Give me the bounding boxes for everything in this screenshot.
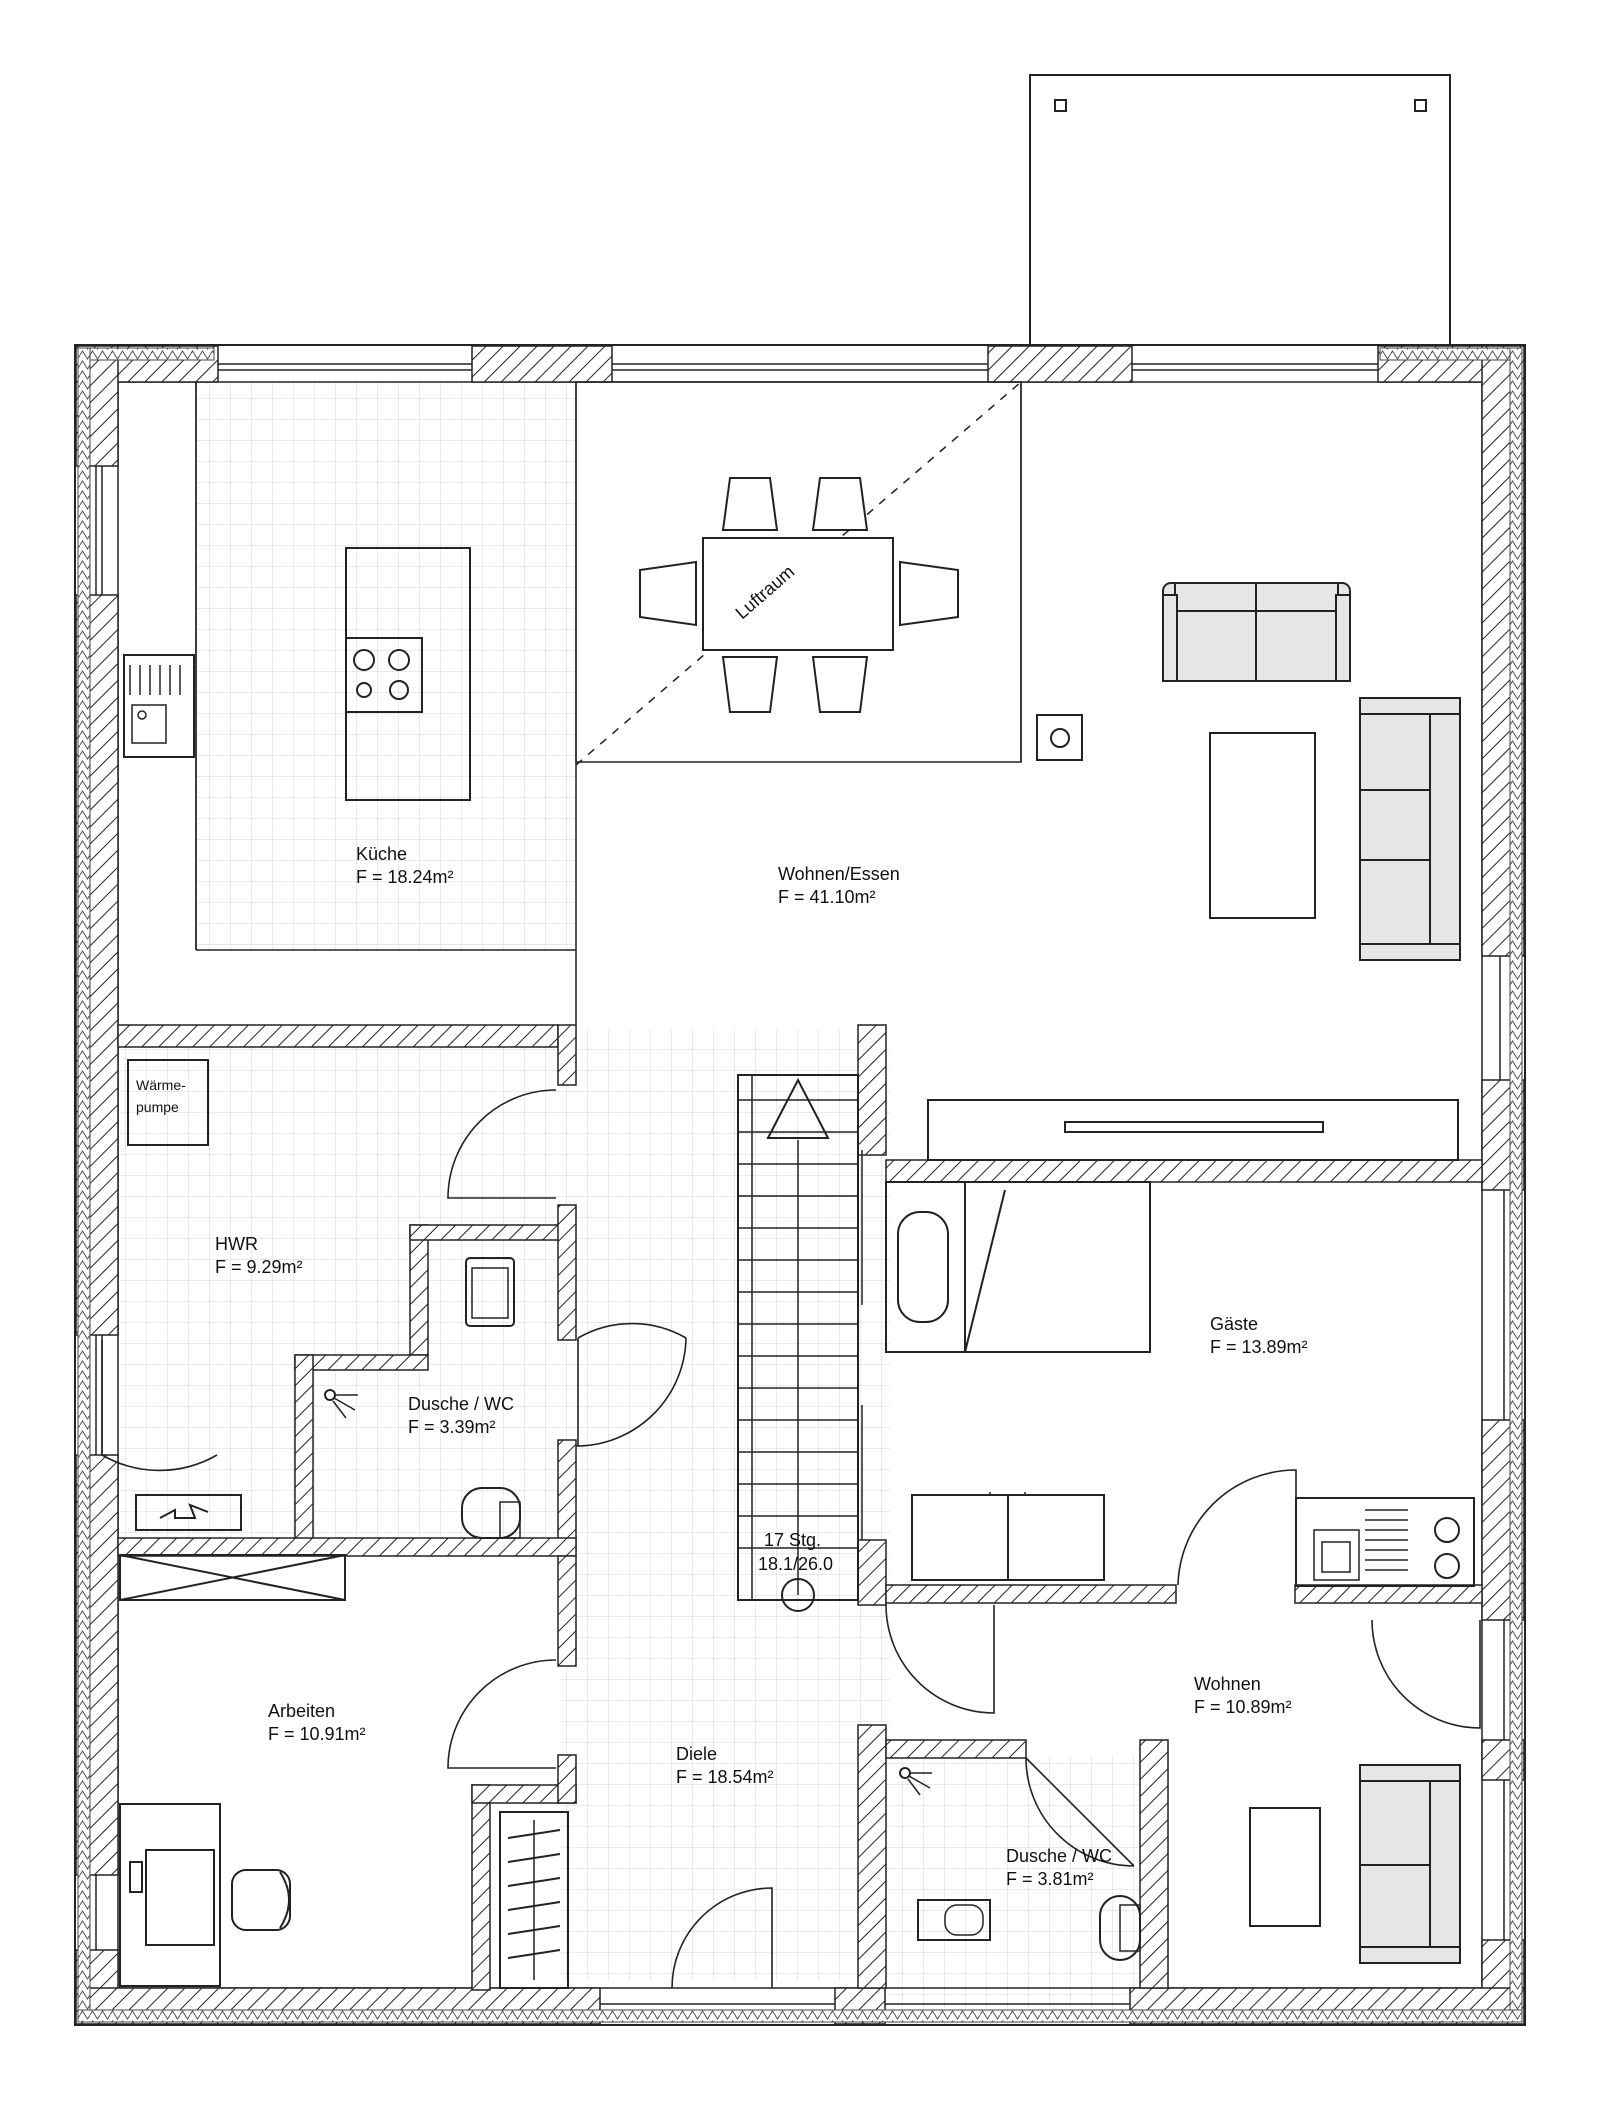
room-name-kueche: Küche <box>356 844 407 864</box>
terrace <box>1029 74 1451 346</box>
luftraum-area: Luftraum <box>575 381 1083 766</box>
room-name-dusche-wc-1: Dusche / WC <box>408 1394 514 1414</box>
dining-chair <box>721 477 779 531</box>
room-area-diele: F = 18.54m² <box>676 1767 774 1787</box>
sink-1 <box>465 1257 515 1327</box>
arbeiten-furniture <box>119 1803 291 1987</box>
stair-arrow <box>766 1077 830 1139</box>
room-area-arbeiten: F = 10.91m² <box>268 1724 366 1744</box>
gaeste-furniture <box>885 1181 1475 1587</box>
room-name-wohnen-essen: Wohnen/Essen <box>778 864 900 884</box>
room-area-wohnen-essen: F = 41.10m² <box>778 887 876 907</box>
hwr-furniture <box>119 1059 346 1601</box>
interior-walls <box>117 382 1483 1991</box>
bed <box>885 1181 1151 1353</box>
room-name-diele: Diele <box>676 1744 717 1764</box>
dining-chair <box>811 477 869 531</box>
outer-walls <box>74 344 1526 2026</box>
kitchen-furniture <box>123 382 471 950</box>
room-name-wohnen: Wohnen <box>1194 1674 1261 1694</box>
living-furniture <box>927 582 1461 1161</box>
room-area-dusche-wc-2: F = 3.81m² <box>1006 1869 1094 1889</box>
dining-table <box>702 537 894 651</box>
cooktop <box>345 637 423 713</box>
room-area-dusche-wc-1: F = 3.39m² <box>408 1417 496 1437</box>
room-area-gaeste: F = 13.89m² <box>1210 1337 1308 1357</box>
heat-pump-label-2: pumpe <box>136 1099 179 1115</box>
desk <box>119 1803 221 1987</box>
room-labels: Küche F = 18.24m² Wohnen/Essen F = 41.10… <box>136 844 1308 1889</box>
shower-2-fixtures <box>899 1767 1141 1961</box>
staircase <box>737 1074 863 1612</box>
office-chair <box>231 1869 291 1931</box>
sink-2 <box>917 1899 991 1941</box>
stair-count-label: 17 Stg. <box>764 1530 821 1550</box>
room-name-dusche-wc-2: Dusche / WC <box>1006 1846 1112 1866</box>
room-area-wohnen: F = 10.89m² <box>1194 1697 1292 1717</box>
electric-panel <box>135 1494 242 1531</box>
stair-dims-label: 18.1/26.0 <box>758 1554 833 1574</box>
bathtub <box>897 1211 949 1323</box>
wardrobe <box>499 1811 569 1989</box>
dining-chair <box>639 560 697 627</box>
coffee-table-small <box>1249 1807 1321 1927</box>
dining-chair <box>899 560 959 627</box>
room-name-hwr: HWR <box>215 1234 258 1254</box>
dining-chair <box>811 656 869 713</box>
shower-1-fixtures <box>324 1257 521 1539</box>
dining-chair <box>721 656 779 713</box>
tiled-floors <box>120 380 1150 2025</box>
room-name-arbeiten: Arbeiten <box>268 1701 335 1721</box>
wohnen-furniture <box>1249 1764 1461 1964</box>
doors <box>101 1089 1481 1989</box>
sideboard <box>927 1099 1459 1161</box>
room-area-hwr: F = 9.29m² <box>215 1257 303 1277</box>
coffee-table <box>1209 732 1316 919</box>
room-name-gaeste: Gäste <box>1210 1314 1258 1334</box>
chimney <box>1036 714 1083 761</box>
storage-unit <box>119 1554 346 1601</box>
room-area-kueche: F = 18.24m² <box>356 867 454 887</box>
kitchen-sink <box>123 654 195 758</box>
heat-pump <box>127 1059 209 1146</box>
heat-pump-label-1: Wärme- <box>136 1077 186 1093</box>
